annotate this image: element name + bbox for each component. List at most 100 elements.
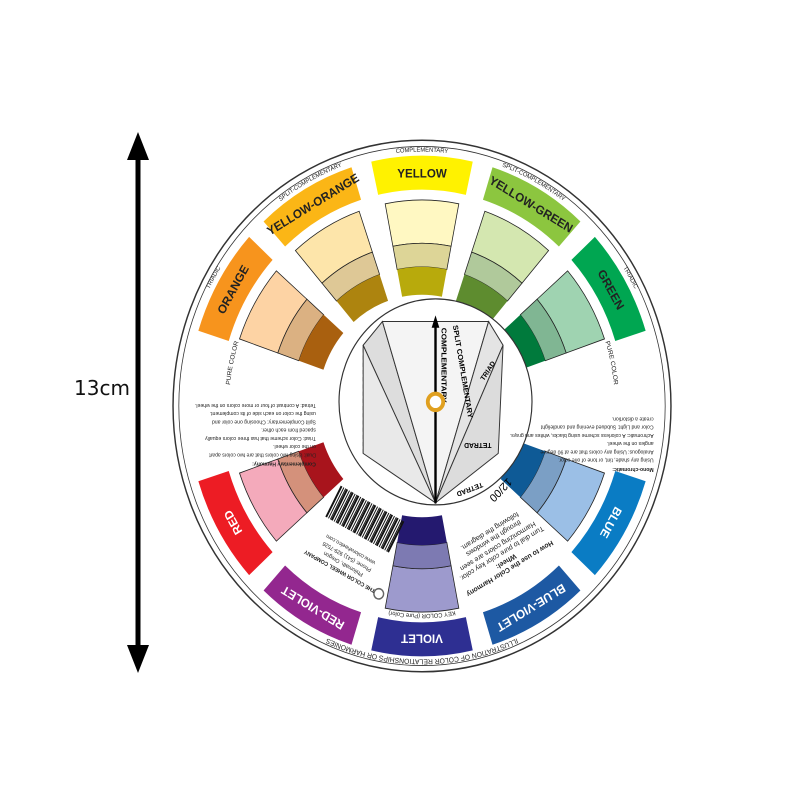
label-band-blue [571, 471, 646, 576]
color-name-violet: VIOLET [400, 632, 442, 646]
swatch-shade-yellow-orange [336, 274, 389, 323]
sector-blue: BLUE [500, 442, 646, 576]
caption-key-color: KEY COLOR (Pure Color) [388, 609, 456, 618]
note-line: Triad: Color scheme that has three color… [205, 435, 316, 441]
swatch-shade-violet [397, 515, 447, 546]
sector-violet: VIOLET [371, 515, 473, 657]
barcode-bar [364, 507, 382, 540]
barcode-bar [333, 490, 350, 522]
barcode-bar [346, 497, 364, 530]
barcode-bar [330, 488, 349, 521]
note-line: angles on the wheel. [607, 440, 654, 446]
note-line: Dual: Using two colors that are two colo… [209, 451, 316, 457]
label-band-yellow-green [482, 167, 581, 247]
barcode-bar [378, 515, 395, 548]
triad-left-window [362, 345, 437, 505]
note-line: Using any shade, tint, or tone of one co… [558, 456, 653, 462]
dial-pivot[interactable] [425, 391, 446, 413]
swatch-tint-violet [384, 565, 460, 613]
note-line: spaced from each other. [261, 427, 316, 433]
swatch-shade-blue [500, 442, 546, 498]
barcode-bar [369, 510, 386, 543]
label-band-orange [198, 236, 273, 341]
label-band-violet [371, 617, 473, 657]
swatch-tint-yellow [384, 199, 460, 247]
barcode-bar [370, 511, 388, 544]
barcode-bar [359, 504, 377, 537]
barcode-bar [328, 487, 345, 519]
barcode-bar [344, 496, 362, 529]
barcode-bar [380, 516, 397, 549]
swatch-shade-green [500, 314, 546, 370]
note-line: Color and Light: Subdued evening and can… [540, 424, 653, 430]
arrow-down-icon [127, 645, 149, 673]
sector-yellow: YELLOW [371, 155, 473, 297]
label-band-red-violet [263, 565, 362, 645]
barcode-bar [375, 514, 394, 547]
barcode-bar [386, 520, 403, 552]
arrow-up-icon [431, 315, 440, 328]
barcode-bar [387, 520, 405, 553]
barcode-bar [384, 519, 401, 551]
label-band-yellow [371, 155, 473, 195]
barcode-bar [353, 501, 371, 534]
barcode-bar [335, 491, 352, 523]
barcode-bar [361, 506, 379, 538]
measure-arrow [127, 132, 149, 673]
barcode-bar [325, 485, 343, 518]
barcode-bar [358, 504, 375, 536]
barcode-bar [352, 501, 369, 533]
barcode-bar [339, 493, 356, 525]
note-line: Achromatic: A colorless scheme using bla… [510, 432, 654, 438]
notes-right: Mono-chromatic: Using any shade, tint, o… [510, 415, 654, 472]
swatch-tone-yellow [392, 242, 452, 270]
note-line: create a distortion. [612, 415, 654, 421]
caption-key-color-path: KEY COLOR (Pure Color) [388, 609, 456, 618]
barcode-bar [367, 509, 384, 541]
barcode-bar [347, 498, 365, 531]
note-line: Tetrad: A contrast of four or more color… [195, 402, 316, 408]
barcode-bar [373, 512, 390, 545]
barcode-bar [336, 492, 354, 524]
barcode-bar [363, 507, 380, 539]
label-band-green [571, 236, 646, 341]
hub-tetrad-label: TETRAD [464, 441, 491, 448]
harmony-dial[interactable]: COMPLEMENTARY SPLIT COMPLEMENTARY TRIAD … [338, 298, 533, 506]
note-line: Analogous: Using any colors that are at … [540, 448, 653, 454]
barcode-bar [342, 495, 360, 528]
label-band-red [198, 471, 273, 576]
hub-complementary-label: COMPLEMENTARY [439, 328, 448, 404]
note-line: Split Complementary: Choosing one color … [212, 418, 316, 424]
barcode-bar [356, 503, 373, 535]
swatch-shade-yellow-green [455, 274, 508, 323]
sector-red: RED [198, 442, 344, 576]
label-band-yellow-orange [263, 167, 362, 247]
sector-green: GREEN [500, 236, 646, 370]
swatch-tone-violet [392, 542, 452, 570]
note-line: using the color on each side of its comp… [210, 410, 316, 416]
swatch-shade-orange [298, 314, 344, 370]
barcode-bar [341, 494, 358, 527]
swatch-shade-red [298, 442, 344, 498]
sector-yellow-green: YELLOW-GREEN [455, 167, 581, 323]
color-name-yellow: YELLOW [397, 166, 447, 180]
barcode-bar [350, 499, 367, 532]
measure-label: 13cm [74, 376, 130, 400]
barcode-bar [329, 488, 347, 520]
triad-right-window [434, 345, 504, 505]
label-band-blue-violet [482, 565, 581, 645]
arrow-up-icon [127, 132, 149, 160]
company-logo-icon [373, 587, 385, 600]
swatch-shade-yellow [397, 266, 447, 297]
notes-left-heading: Complementary Harmony: [252, 461, 316, 467]
wheel-inner-rim [178, 146, 666, 666]
notes-left: Complementary Harmony: Dual: Using two c… [195, 402, 316, 467]
barcode [325, 485, 405, 553]
caption-complementary: COMPLEMENTARY [396, 147, 449, 155]
caption-complementary-path: COMPLEMENTARY [396, 147, 449, 155]
barcode-bar [381, 517, 399, 550]
note-line: on the color wheel. [273, 443, 316, 449]
notes-right-heading: Mono-chromatic: [612, 466, 654, 472]
